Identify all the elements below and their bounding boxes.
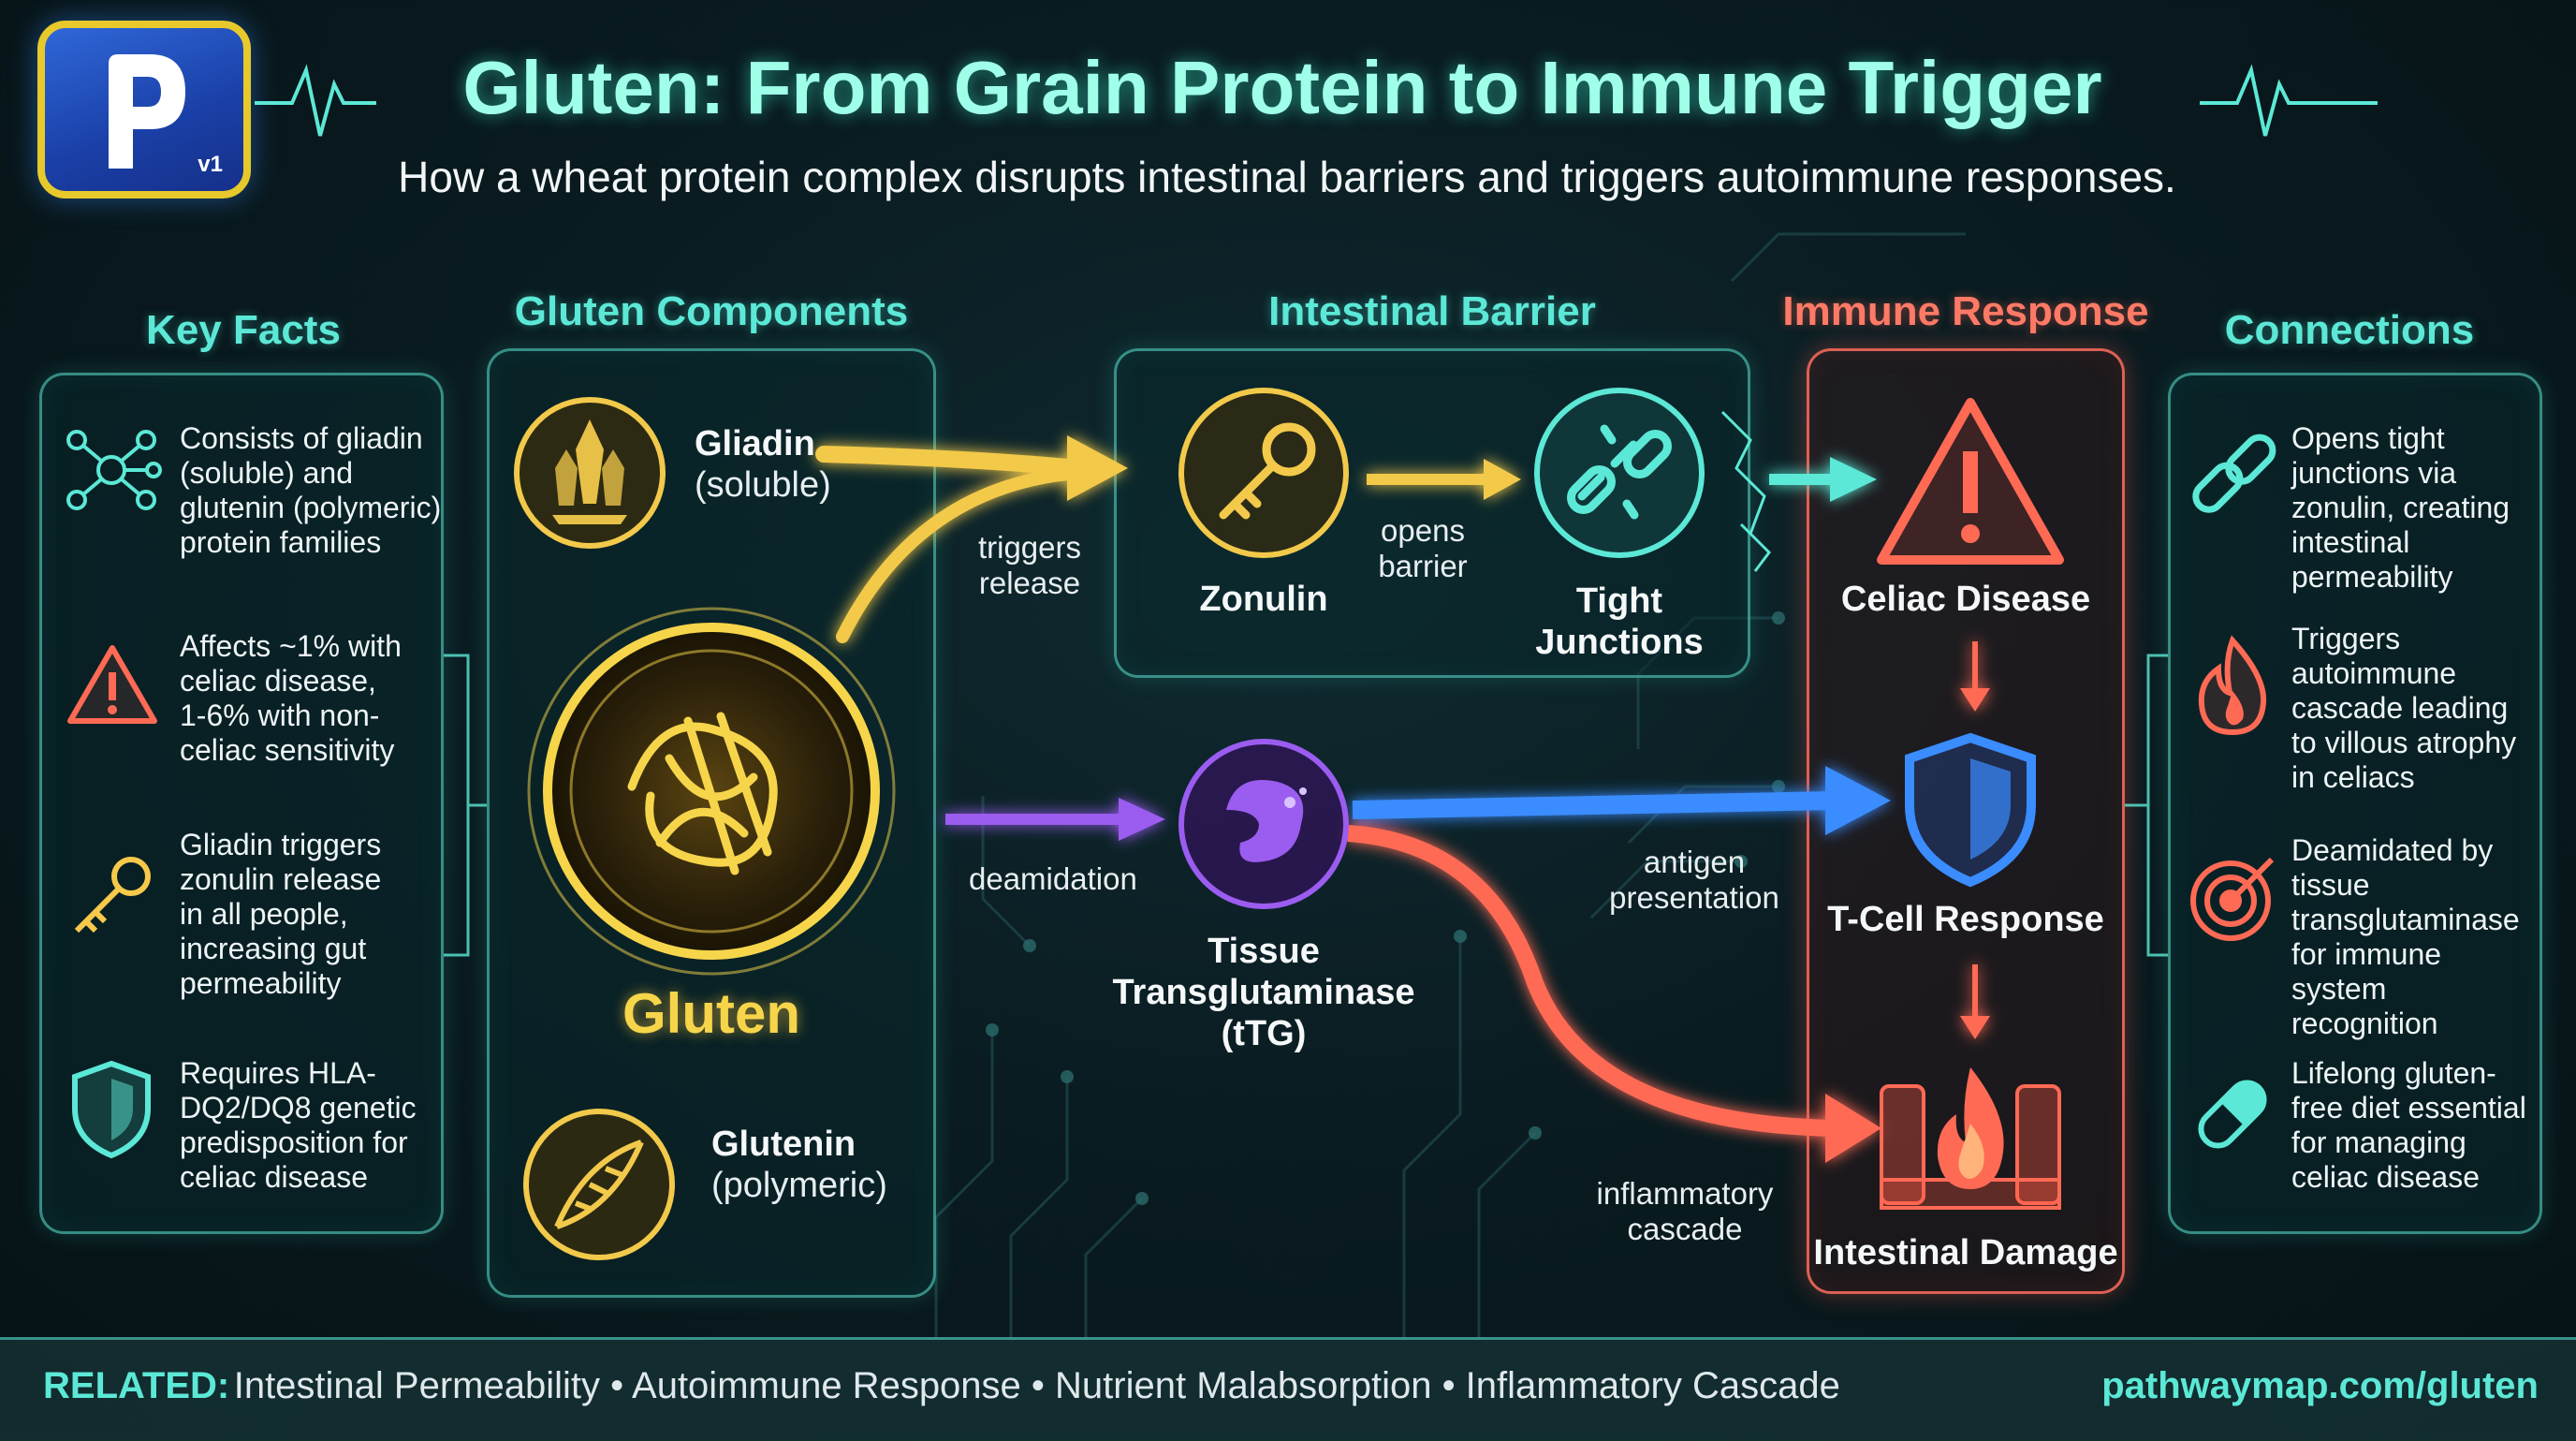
heartbeat-left-icon bbox=[255, 64, 376, 137]
edge-label-deamidation: deamidation bbox=[969, 861, 1137, 896]
gliadin-sublabel: (soluble) bbox=[695, 465, 831, 505]
arrow-ttg-to-damage bbox=[1347, 825, 1836, 1137]
heading-key-facts: Key Facts bbox=[146, 307, 341, 353]
heartbeat-right-icon bbox=[2200, 64, 2378, 137]
intestinal-damage-fire-icon bbox=[1880, 1067, 2061, 1210]
zonulin-label: Zonulin bbox=[1199, 580, 1328, 619]
heading-gluten-components: Gluten Components bbox=[514, 288, 909, 334]
ttg-enzyme-icon bbox=[1178, 739, 1349, 909]
related-label: RELATED: bbox=[43, 1365, 230, 1406]
heading-intestinal-barrier: Intestinal Barrier bbox=[1268, 288, 1596, 334]
network-icon bbox=[66, 430, 162, 510]
gluten-label: Gluten bbox=[622, 982, 800, 1045]
logo-version: v1 bbox=[198, 152, 223, 177]
footer-url-link[interactable]: pathwaymap.com/gluten bbox=[2101, 1365, 2539, 1406]
pill-icon bbox=[2198, 1080, 2267, 1149]
related-topics: RELATED: Intestinal Permeability • Autoi… bbox=[43, 1365, 1840, 1407]
warning-icon bbox=[67, 645, 157, 724]
gluten-protein-icon bbox=[527, 607, 896, 976]
tight-junctions-chain-icon bbox=[1534, 388, 1705, 558]
heading-connections: Connections bbox=[2224, 307, 2475, 353]
zonulin-key-icon bbox=[1178, 388, 1349, 558]
chain-link-icon bbox=[2192, 434, 2276, 513]
page-title: Gluten: From Grain Protein to Immune Tri… bbox=[462, 46, 2102, 129]
key-icon bbox=[74, 857, 151, 934]
intestinal-damage-label: Intestinal Damage bbox=[1813, 1233, 2118, 1272]
glutenin-label: Glutenin bbox=[711, 1125, 856, 1164]
tcell-response-label: T-Cell Response bbox=[1827, 900, 2104, 939]
shield-icon bbox=[72, 1060, 151, 1159]
gliadin-crystal-icon bbox=[514, 397, 666, 549]
flame-icon bbox=[2198, 635, 2267, 736]
gliadin-label: Gliadin bbox=[695, 424, 815, 463]
arrow-gluten-to-zonulin bbox=[836, 466, 1083, 643]
tcell-shield-icon bbox=[1905, 732, 2036, 888]
arrow-ttg-to-tcell bbox=[1352, 791, 1836, 819]
page-subtitle: How a wheat protein complex disrupts int… bbox=[398, 153, 2176, 201]
footer-bar bbox=[0, 1337, 2576, 1441]
target-icon bbox=[2190, 857, 2275, 941]
related-items: Intestinal Permeability • Autoimmune Res… bbox=[233, 1365, 1840, 1406]
app-logo: v1 bbox=[37, 21, 251, 199]
logo-p-icon bbox=[109, 54, 185, 169]
dna-helix-icon bbox=[523, 1109, 675, 1260]
celiac-warning-icon bbox=[1877, 398, 2064, 565]
celiac-disease-label: Celiac Disease bbox=[1840, 580, 2091, 619]
glutenin-sublabel: (polymeric) bbox=[711, 1166, 887, 1205]
heading-immune-response: Immune Response bbox=[1782, 288, 2149, 334]
arrow-gliadin-to-zonulin bbox=[815, 446, 1085, 477]
key-facts-panel bbox=[39, 373, 444, 1234]
